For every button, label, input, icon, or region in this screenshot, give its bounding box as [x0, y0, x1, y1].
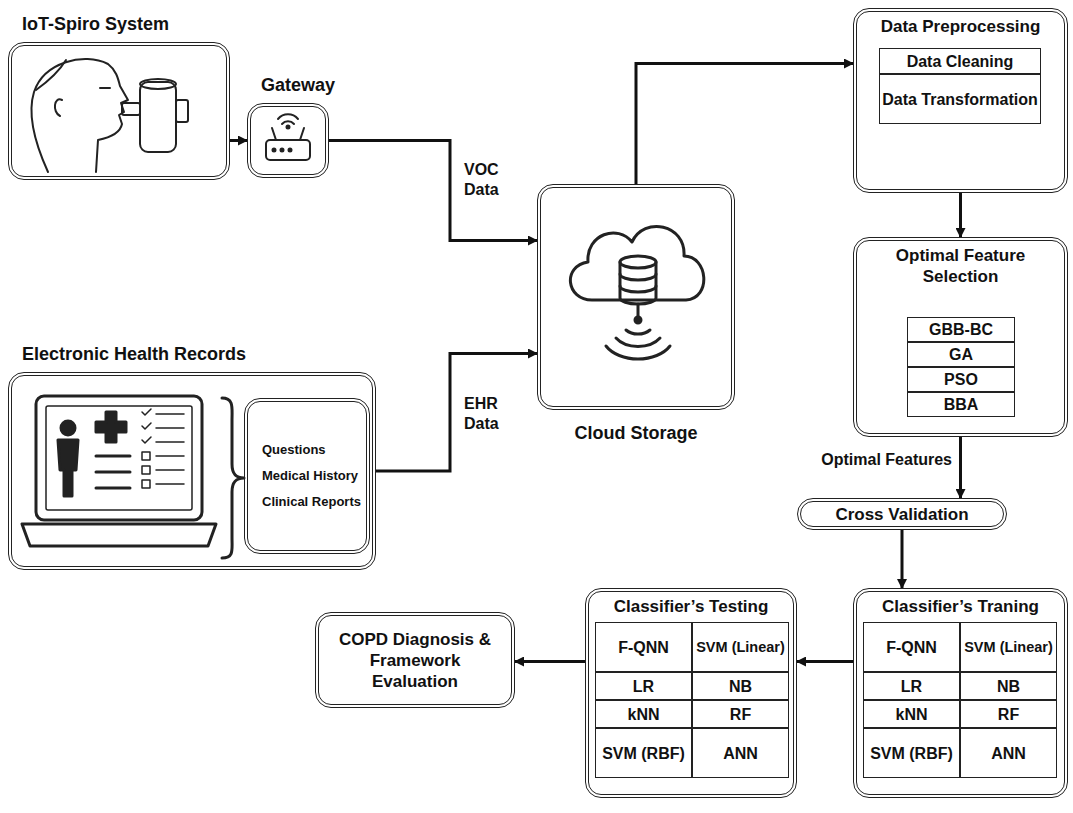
box-label: Electronic Health Records	[22, 344, 246, 365]
process-box: Electronic Health RecordsQuestionsMedica…	[8, 372, 376, 570]
box-label: Classifier’s Traning	[861, 596, 1060, 617]
table-cell: kNN	[863, 700, 960, 728]
cell-text: ANN	[991, 744, 1026, 763]
cell-text: GA	[949, 345, 973, 364]
cell-text: SVM (Linear)	[964, 639, 1053, 656]
brace	[222, 398, 244, 558]
cloud-database-icon	[570, 226, 703, 359]
flow-arrow	[797, 660, 853, 663]
table-cell: GA	[907, 342, 1015, 367]
process-box: Cloud Storage	[537, 184, 735, 410]
table-cell: PSO	[907, 367, 1015, 392]
patient-figure	[31, 59, 128, 172]
cell-text: Data Cleaning	[907, 52, 1014, 71]
process-box: Classifier’s TraningF-QNN SVM (Linear) LR N…	[853, 588, 1068, 798]
cell-text: SVM (RBF)	[870, 744, 953, 763]
table-cell: GBB-BC	[907, 317, 1015, 342]
table-cell: ANN	[960, 728, 1057, 778]
flow-arrow	[515, 660, 585, 663]
cell-text: Data Transformation	[882, 90, 1038, 109]
table-cell: SVM (RBF)	[595, 728, 692, 778]
table-cell: NB	[960, 672, 1057, 700]
cell-text: SVM (Linear)	[696, 639, 785, 656]
cell-text: LR	[633, 677, 654, 696]
cell-text: GBB-BC	[929, 320, 993, 339]
box-label: Cloud Storage	[541, 423, 731, 444]
cell-text: kNN	[627, 705, 659, 724]
box-label: Optimal Feature Selection	[861, 245, 1060, 287]
box-label: Classifier’s Testing	[593, 596, 789, 617]
box-label: COPD Diagnosis & Framework Evaluation	[327, 629, 503, 692]
flow-arrow	[230, 139, 247, 142]
flow-arrow	[376, 354, 537, 472]
process-box: Optimal Feature SelectionGBB-BC GA PSO BBA	[853, 237, 1068, 437]
process-box: Data PreprocessingData CleaningData Tran…	[853, 8, 1068, 193]
flow-arrow	[329, 141, 537, 241]
process-box: Gateway	[247, 103, 329, 178]
table-cell: SVM (Linear)	[960, 622, 1057, 672]
table-cell: ANN	[692, 728, 789, 778]
cell-text: NB	[729, 677, 752, 696]
spirometer	[122, 79, 188, 152]
laptop-ehr-icon	[22, 396, 216, 546]
edge-label: EHR Data	[462, 394, 526, 434]
flow-arrow	[901, 530, 904, 588]
process-box: COPD Diagnosis & Framework Evaluation	[315, 612, 515, 708]
process-box: Cross Validation	[797, 498, 1007, 530]
cell-text: ANN	[723, 744, 758, 763]
table-cell: kNN	[595, 700, 692, 728]
edge-label: Optimal Features	[800, 450, 954, 470]
cell-text: RF	[730, 705, 751, 724]
cell-text: NB	[997, 677, 1020, 696]
flow-arrow	[959, 193, 962, 237]
table-cell: Data Transformation	[879, 74, 1041, 124]
box-label: Cross Validation	[835, 504, 968, 525]
box-label: Data Preprocessing	[861, 16, 1060, 37]
flow-arrow	[959, 437, 962, 498]
cell-text: LR	[901, 677, 922, 696]
flow-arrow	[636, 64, 853, 185]
table-cell: Data Cleaning	[879, 48, 1041, 74]
box-label: Gateway	[261, 75, 335, 96]
cell-text: F-QNN	[886, 638, 937, 657]
table-cell: LR	[863, 672, 960, 700]
table-cell: BBA	[907, 392, 1015, 417]
edge-label: VOC Data	[462, 160, 526, 200]
table-cell: SVM (Linear)	[692, 622, 789, 672]
process-box: QuestionsMedical HistoryClinical Reports	[244, 398, 370, 554]
router-icon	[266, 114, 310, 160]
list-item: Medical History	[262, 468, 366, 484]
cell-text: F-QNN	[618, 638, 669, 657]
cell-text: PSO	[944, 370, 978, 389]
process-box: Classifier’s TestingF-QNN SVM (Linear) LR N…	[585, 588, 797, 798]
box-label: IoT-Spiro System	[22, 14, 169, 35]
table-cell: SVM (RBF)	[863, 728, 960, 778]
cell-text: BBA	[944, 395, 979, 414]
cell-text: SVM (RBF)	[602, 744, 685, 763]
table-cell: RF	[960, 700, 1057, 728]
table-cell: F-QNN	[863, 622, 960, 672]
process-box: IoT-Spiro System	[8, 42, 230, 180]
table-cell: RF	[692, 700, 789, 728]
table-cell: F-QNN	[595, 622, 692, 672]
list-item: Questions	[262, 442, 366, 458]
table-cell: LR	[595, 672, 692, 700]
list-item: Clinical Reports	[262, 494, 366, 510]
table-cell: NB	[692, 672, 789, 700]
cell-text: kNN	[895, 705, 927, 724]
cell-text: RF	[998, 705, 1019, 724]
